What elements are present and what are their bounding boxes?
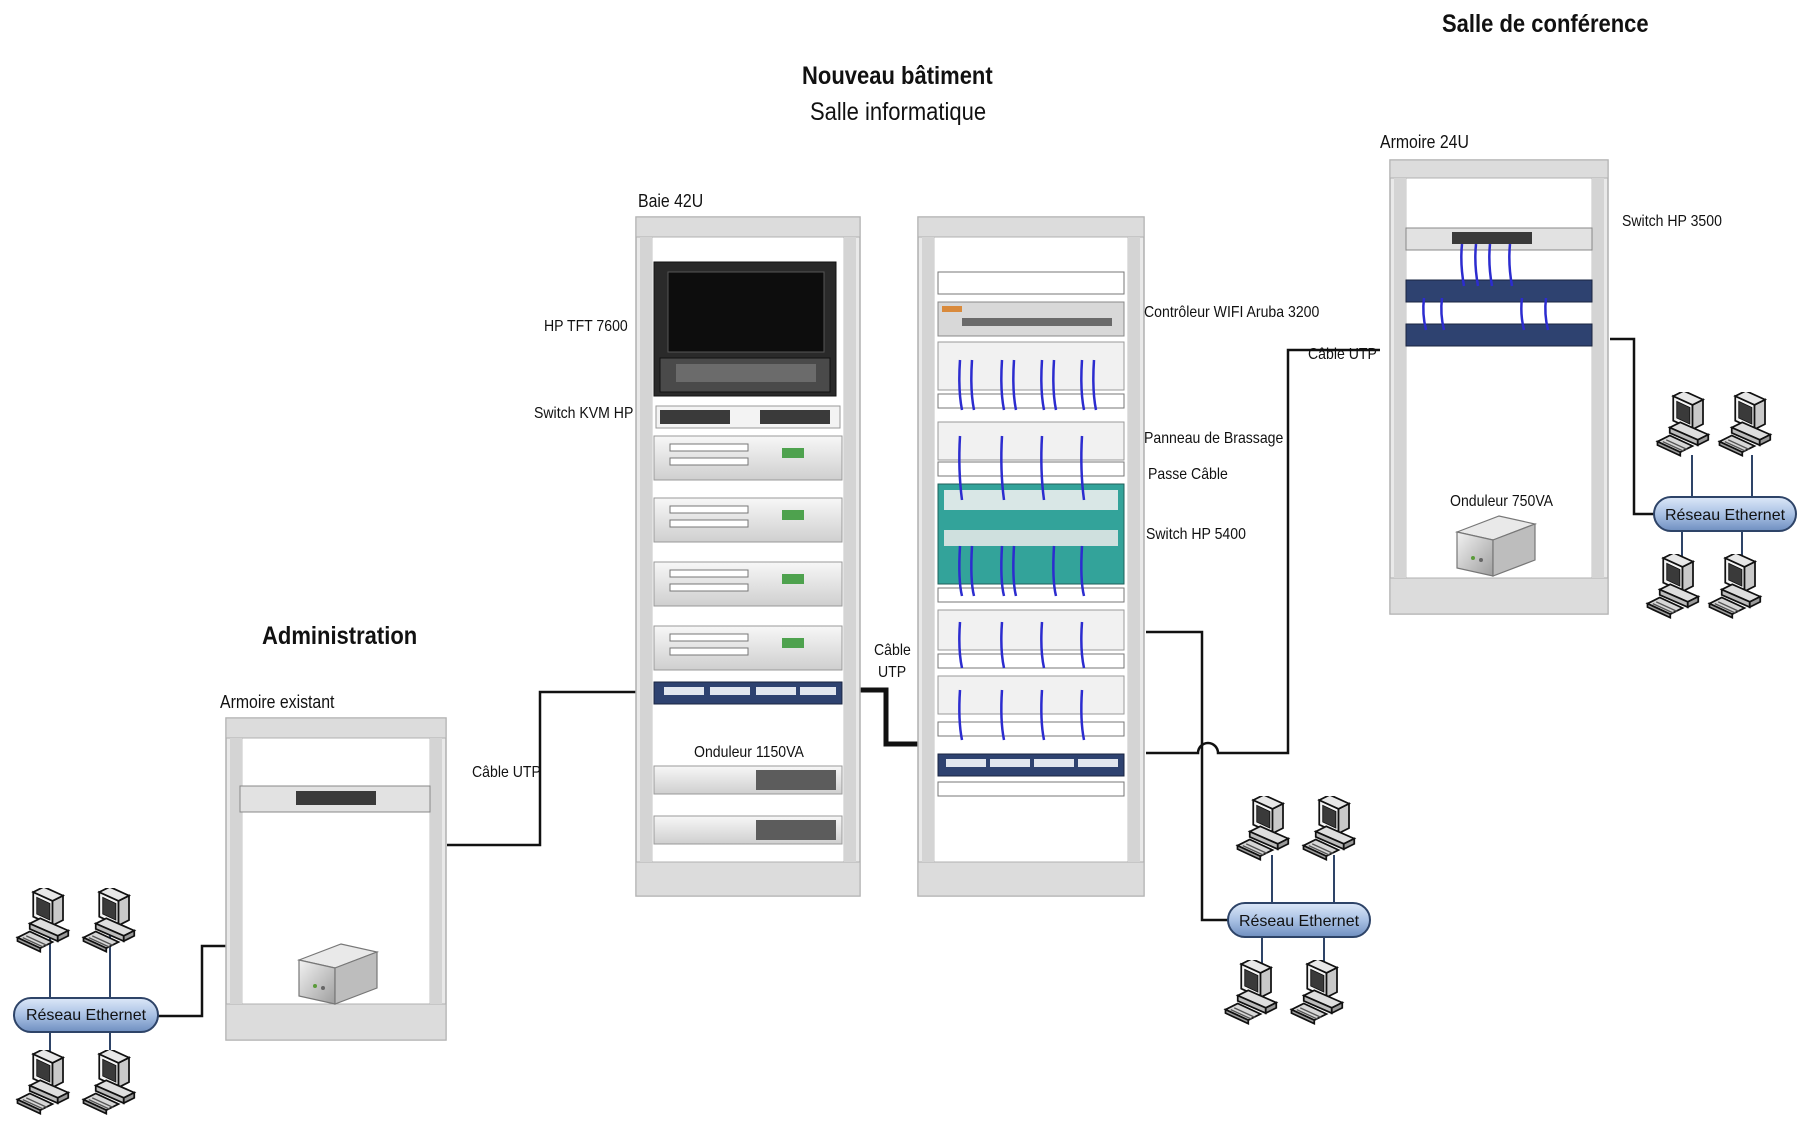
cable-pass-units[interactable] — [937, 393, 1125, 797]
aruba-3200-controller[interactable] — [937, 301, 1125, 337]
server-units[interactable] — [653, 435, 843, 671]
cable-admin-to-baie — [447, 690, 636, 847]
label-patch-panel: Panneau de Brassage — [1144, 430, 1284, 447]
rack-network[interactable] — [917, 216, 1145, 897]
lan-conference-label: Réseau Ethernet — [1665, 507, 1786, 524]
lan-conference[interactable] — [1646, 391, 1797, 619]
pc-icon — [16, 888, 70, 953]
armoire24-patch-cords — [1422, 243, 1550, 331]
label-aruba: Contrôleur WIFI Aruba 3200 — [1144, 304, 1320, 321]
rack-existant-label: Armoire existant — [220, 692, 335, 712]
cable-rack2-to-conference — [1146, 348, 1380, 755]
pc-icon — [1224, 960, 1278, 1025]
rack-armoire-24u[interactable] — [1389, 159, 1609, 615]
label-ups750: Onduleur 750VA — [1450, 493, 1554, 510]
lan-admin[interactable] — [13, 887, 159, 1115]
label-cable-utp-conf: Câble UTP — [1308, 346, 1377, 363]
existant-switch[interactable] — [239, 785, 431, 813]
label-cable-utp-mid-2: UTP — [878, 664, 907, 681]
connection-lines — [158, 337, 1656, 1018]
label-kvm: Switch KVM HP — [534, 405, 634, 422]
cable-pass-top[interactable] — [937, 271, 1125, 295]
pc-icon — [16, 1050, 70, 1115]
title-conference: Salle de conférence — [1442, 10, 1649, 38]
title-new-building: Nouveau bâtiment — [802, 62, 993, 90]
label-cable-utp-mid-1: Câble — [874, 642, 911, 659]
rack-baie-42u[interactable] — [635, 216, 861, 897]
rack-armoire24-label: Armoire 24U — [1380, 132, 1469, 152]
pc-icon — [1302, 796, 1356, 861]
cable-existant-to-admin-lan — [158, 944, 228, 1018]
patch-cords — [958, 359, 1098, 741]
pc-icon — [82, 1050, 136, 1115]
label-switch3500: Switch HP 3500 — [1622, 213, 1722, 230]
pc-icon — [1236, 796, 1290, 861]
label-ups1150: Onduleur 1150VA — [694, 744, 804, 761]
title-administration: Administration — [262, 622, 418, 650]
pc-icon — [1290, 960, 1344, 1025]
cable-armoire24-to-conf-lan — [1610, 337, 1656, 516]
rack-baie-label: Baie 42U — [638, 191, 704, 211]
title-server-room: Salle informatique — [810, 98, 987, 126]
label-hp-tft: HP TFT 7600 — [544, 318, 628, 335]
rack2-patch-strip[interactable] — [937, 753, 1125, 777]
label-cable-pass: Passe Câble — [1148, 466, 1228, 483]
pc-icon — [82, 888, 136, 953]
label-cable-utp-admin: Câble UTP — [472, 764, 541, 781]
lan-center-label: Réseau Ethernet — [1239, 913, 1360, 930]
armoire24-patch-panels[interactable] — [1405, 279, 1593, 347]
lan-admin-label: Réseau Ethernet — [26, 1007, 147, 1024]
hp-tft-7600-monitor[interactable] — [653, 261, 837, 397]
baie-patch-strip[interactable] — [653, 681, 843, 705]
lan-center[interactable] — [1224, 795, 1371, 1025]
pc-icon — [1718, 392, 1772, 457]
label-switch5400: Switch HP 5400 — [1146, 526, 1246, 543]
pc-icon — [1646, 554, 1700, 619]
pc-icon — [1708, 554, 1762, 619]
cable-baie-to-patch — [850, 687, 938, 747]
rack-armoire-existant[interactable] — [225, 717, 447, 1041]
cable-rack2-to-center-lan — [1146, 630, 1232, 922]
pc-icon — [1656, 392, 1710, 457]
kvm-switch[interactable] — [655, 405, 841, 429]
ups-1150va[interactable] — [653, 765, 843, 845]
switch-hp-3500[interactable] — [1405, 227, 1593, 251]
switch-hp-5400[interactable] — [937, 483, 1125, 585]
